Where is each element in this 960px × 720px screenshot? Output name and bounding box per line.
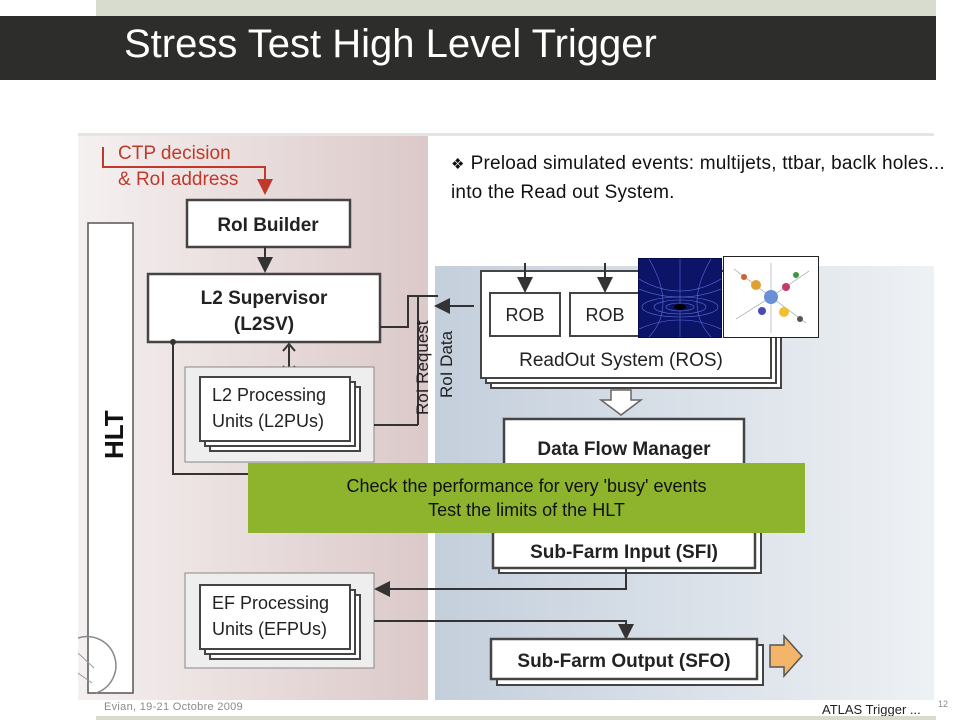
rob-label-2: ROB [585,305,624,325]
ros-label: ReadOut System (ROS) [519,350,723,371]
sfo-box [489,637,759,681]
dfm-label: Data Flow Manager [537,439,711,460]
efpu-label-2: Units (EFPUs) [212,619,327,639]
sfi-label: Sub-Farm Input (SFI) [530,542,718,563]
footer-event-date: Evian, 19-21 Octobre 2009 [104,701,243,713]
l2sv-label-2: (L2SV) [234,314,294,335]
rob-label-1: ROB [505,305,544,325]
slide-title: Stress Test High Level Trigger [124,22,657,66]
footer-title: ATLAS Trigger ... [822,702,921,717]
callout-line-2: Test the limits of the HLT [428,500,625,520]
ctp-label-1: CTP decision [118,143,231,164]
efpu-label-1: EF Processing [212,593,329,613]
title-bar [0,16,936,80]
hlt-label: HLT [99,410,129,459]
roi-data-label: RoI Data [437,330,456,398]
l2pu-label-1: L2 Processing [212,385,326,405]
l2pu-label-2: Units (L2PUs) [212,411,324,431]
event-display-image-2 [723,256,819,338]
roi-builder-label: RoI Builder [217,215,319,236]
rob-box-1 [489,292,561,337]
hlt-bar [87,222,134,694]
bullet-point: ❖Preload simulated events: multijets, tt… [451,150,956,207]
l2pu-box [199,376,351,442]
event-display-image-1 [638,258,722,338]
bullet-marker: ❖ [451,156,465,173]
footer-decor-strip [96,716,936,720]
sfo-label: Sub-Farm Output (SFO) [517,651,730,672]
roi-builder-box [185,198,352,249]
ctp-label-2: & RoI address [118,169,238,190]
efpu-box [199,584,351,650]
callout-box: Check the performance for very 'busy' ev… [248,463,805,533]
bullet-text: Preload simulated events: multijets, ttb… [451,153,945,203]
l2sv-box [146,272,382,344]
sfo-output-arrow [769,634,804,678]
page-number: 12 [938,699,949,709]
roi-request-label: RoI Request [413,320,432,415]
hlt-architecture-diagram: CTP decision & RoI address RoI Builder L… [78,133,934,700]
l2sv-label-1: L2 Supervisor [201,288,328,309]
callout-line-1: Check the performance for very 'busy' ev… [346,476,707,496]
top-decor-strip [96,0,936,16]
